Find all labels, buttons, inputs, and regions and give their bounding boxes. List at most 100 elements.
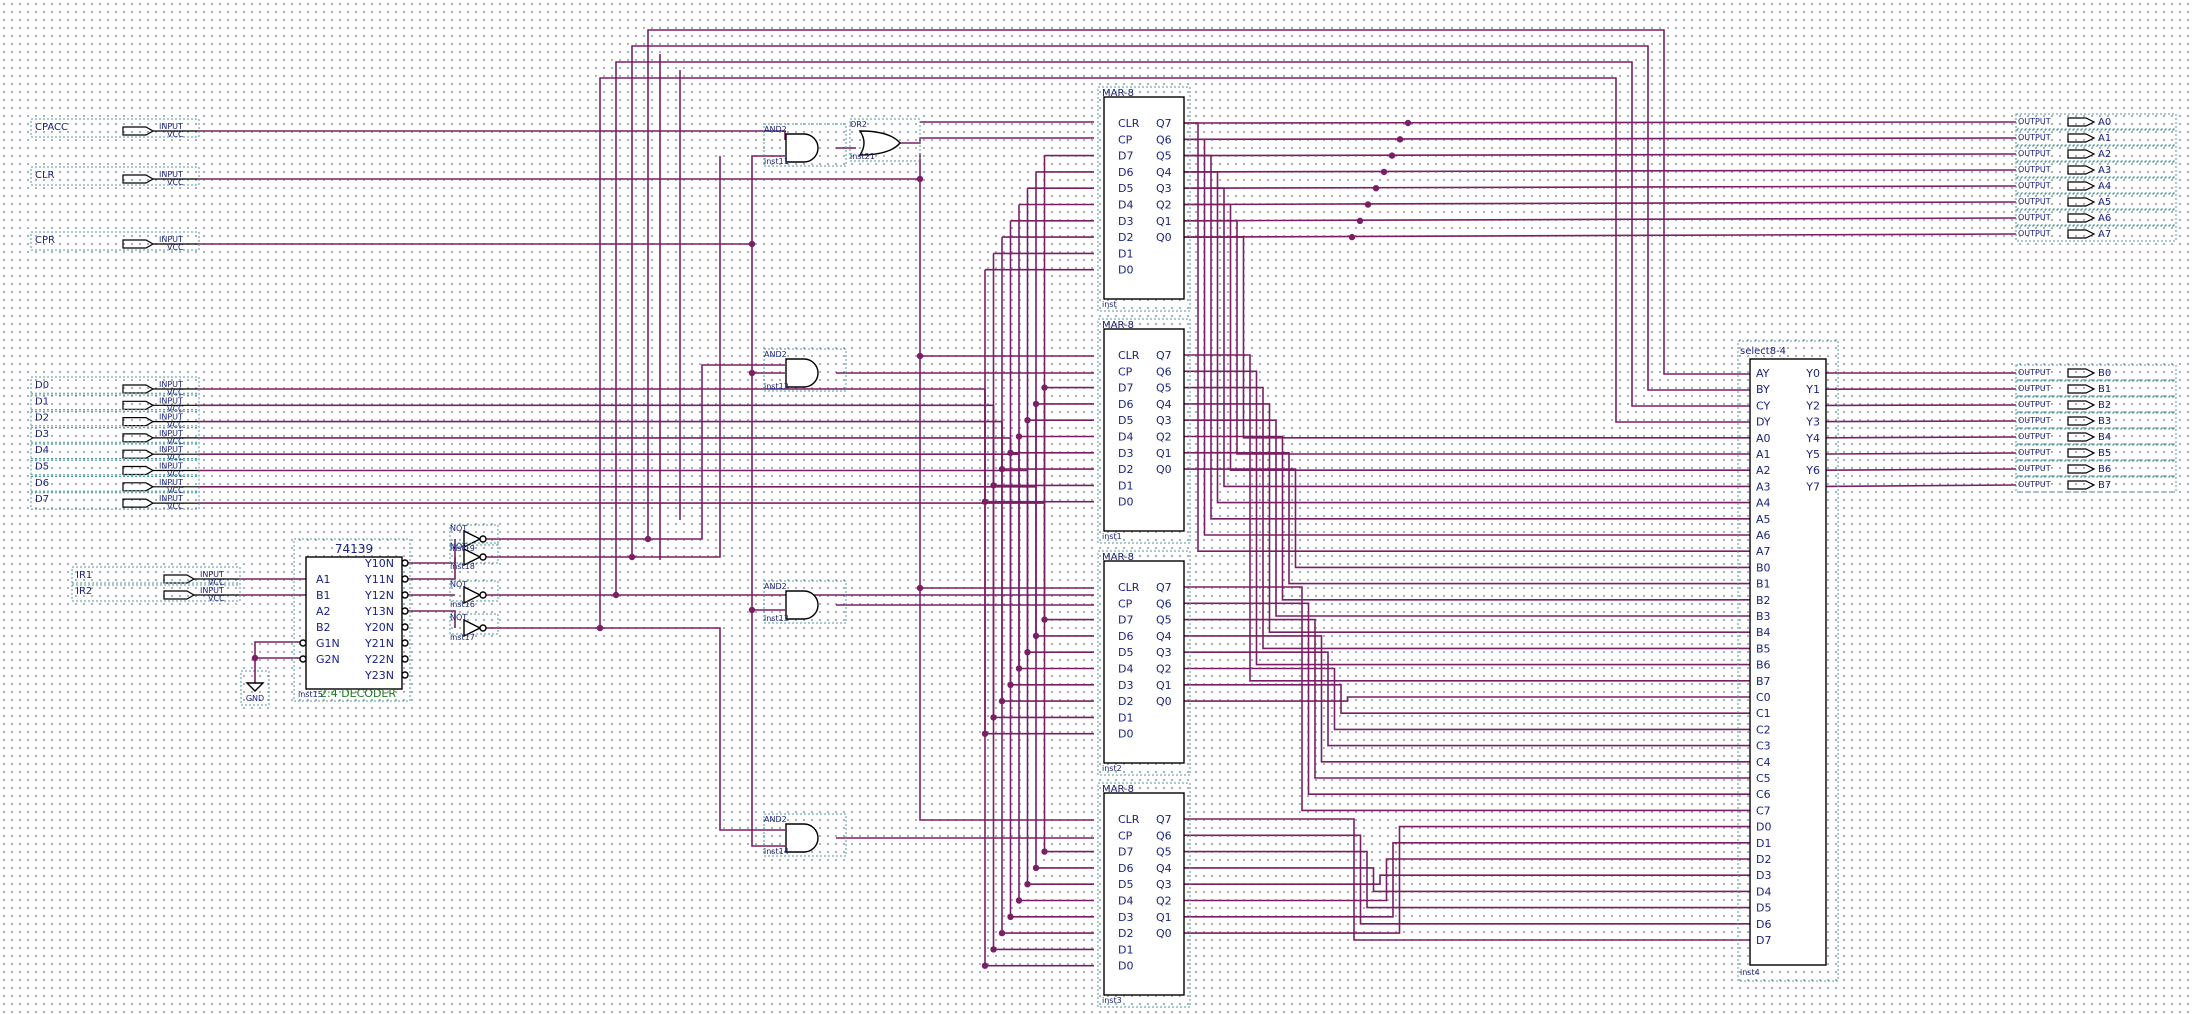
input-pin-frame <box>30 166 200 186</box>
input-pin-arrow <box>122 239 155 249</box>
input-pin-name: D7 <box>35 494 49 505</box>
decoder-pin-y22n: Y22N <box>364 653 394 666</box>
gate-frame <box>763 348 847 392</box>
register-pin-d6: D6 <box>1118 166 1133 179</box>
wire-junction <box>748 606 756 614</box>
output-pin-frame <box>2015 145 2177 162</box>
register-pin-clr: CLR <box>1118 117 1140 130</box>
wire <box>1184 874 1750 885</box>
register-pin-d2: D2 <box>1118 231 1133 244</box>
selector-pin-d3: D3 <box>1756 869 1771 882</box>
wire <box>615 61 1750 595</box>
register-body <box>1103 328 1185 532</box>
register-pin-q1: Q1 <box>1156 447 1172 460</box>
wire <box>1184 468 1750 569</box>
register-pin-clr: CLR <box>1118 581 1140 594</box>
register-inst3[interactable]: MAR-8inst3CLRCPD7D6D5D4D3D2D1D0Q7Q6Q5Q4Q… <box>1097 782 1191 1008</box>
register-inst[interactable]: MAR-8instCLRCPD7D6D5D4D3D2D1D0Q7Q6Q5Q4Q3… <box>1097 86 1191 312</box>
wire <box>1184 403 1750 633</box>
selector-pin-y7: Y7 <box>1805 480 1820 493</box>
gate-inst: inst11 <box>764 157 789 166</box>
input-pin-arrow <box>122 482 155 492</box>
output-pin-arrow <box>2067 133 2096 143</box>
wire <box>1184 386 1750 650</box>
selector-pin-y5: Y5 <box>1805 448 1820 461</box>
register-pin-d6: D6 <box>1118 630 1133 643</box>
wire-junction <box>1356 217 1364 224</box>
output-pin-b5[interactable]: OUTPUT B5 <box>2015 444 2177 461</box>
not-gate-bubble <box>479 553 487 561</box>
output-pin-name: A3 <box>2098 165 2111 176</box>
register-frame <box>1097 318 1191 544</box>
register-pin-q7: Q7 <box>1156 813 1172 826</box>
output-pin-frame <box>2015 129 2177 146</box>
input-pin-frame <box>30 376 200 396</box>
input-pin-kind: INPUT <box>159 462 183 471</box>
output-pin-name: B0 <box>2098 368 2111 379</box>
wire-junction <box>596 624 604 632</box>
output-pin-kind: OUTPUT <box>2018 213 2051 222</box>
wire-junction <box>916 175 924 183</box>
register-pin-d4: D4 <box>1118 663 1133 676</box>
output-pin-frame <box>2015 412 2177 429</box>
output-pin-name: B5 <box>2098 448 2111 459</box>
wire-junction <box>998 929 1006 937</box>
selector-pin-c7: C7 <box>1756 804 1771 817</box>
wire-junction <box>1015 433 1023 440</box>
selector-select8-4[interactable]: select8-4inst4AYBYCYDYA0A1A2A3A4A5A6A7B0… <box>1737 340 1839 982</box>
input-pin-name: IR1 <box>76 570 92 581</box>
output-pin-frame <box>2015 161 2177 178</box>
output-pin-arrow <box>2067 181 2096 191</box>
selector-pin-d6: D6 <box>1756 918 1771 931</box>
input-pin-vcc: VCC <box>167 502 184 511</box>
decoder-bubble <box>401 575 409 583</box>
selector-pin-cy: CY <box>1756 399 1770 412</box>
gate-frame <box>449 613 499 635</box>
register-inst2[interactable]: MAR-8inst2CLRCPD7D6D5D4D3D2D1D0Q7Q6Q5Q4Q… <box>1097 550 1191 776</box>
output-pin-kind: OUTPUT <box>2018 448 2051 457</box>
register-pin-q6: Q6 <box>1156 365 1172 378</box>
register-inst1[interactable]: MAR-8inst1CLRCPD7D6D5D4D3D2D1D0Q7Q6Q5Q4Q… <box>1097 318 1191 544</box>
decoder-pin-g2n: G2N <box>316 653 340 666</box>
input-pin-frame <box>30 118 200 138</box>
input-pin-arrow <box>122 384 155 394</box>
